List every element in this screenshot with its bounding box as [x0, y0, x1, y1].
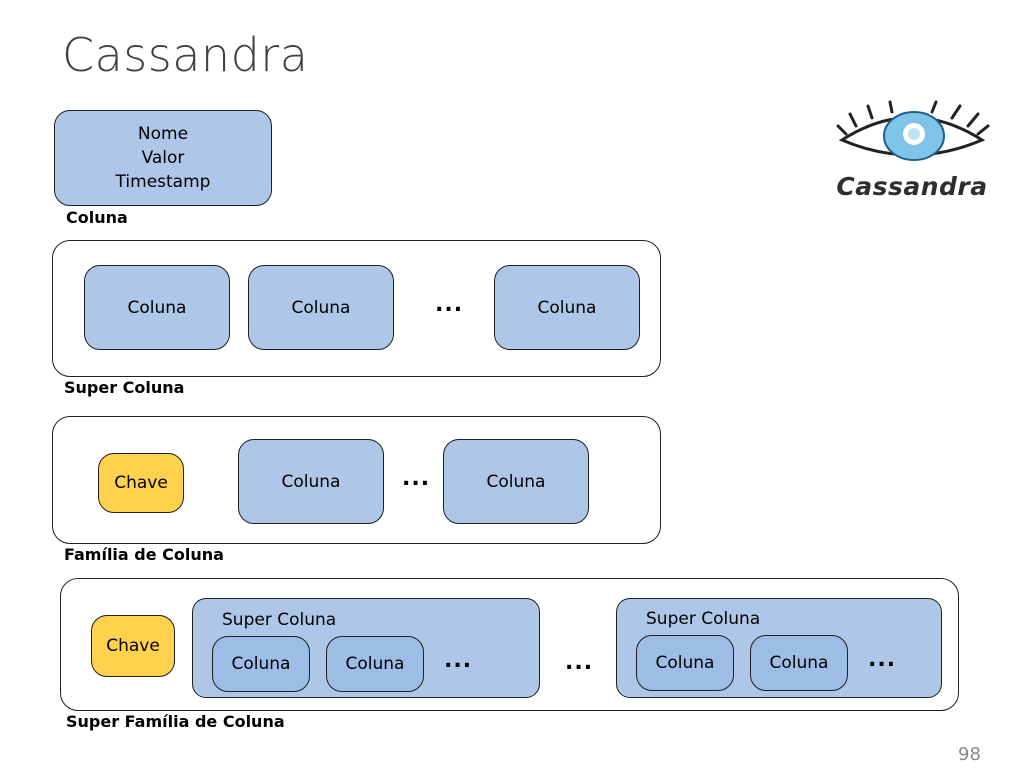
super-column-group-title: Super Coluna	[646, 609, 761, 629]
cassandra-logo: Cassandra	[832, 100, 992, 210]
super-column-group-item: Coluna	[636, 635, 734, 691]
column-box: Nome Valor Timestamp	[54, 110, 272, 206]
ellipsis: ...	[868, 647, 897, 672]
column-caption: Coluna	[66, 208, 128, 227]
super-column-group-title: Super Coluna	[222, 610, 337, 630]
column-family-caption: Família de Coluna	[64, 545, 224, 564]
super-column-family-caption: Super Família de Coluna	[66, 712, 285, 731]
ellipsis: ...	[565, 650, 594, 675]
super-column-family-key: Chave	[91, 615, 175, 677]
super-column-group-item: Coluna	[212, 636, 310, 692]
super-column-item: Coluna	[248, 265, 394, 350]
column-family-item: Coluna	[443, 439, 589, 524]
ellipsis: ...	[435, 292, 464, 317]
column-family-item: Coluna	[238, 439, 384, 524]
ellipsis: ...	[444, 648, 473, 673]
column-field-name: Nome	[137, 124, 189, 144]
super-column-group-item: Coluna	[326, 636, 424, 692]
page-title: Cassandra	[62, 28, 309, 82]
super-column-caption: Super Coluna	[64, 378, 185, 397]
super-column-item: Coluna	[494, 265, 640, 350]
column-field-timestamp: Timestamp	[115, 172, 211, 192]
column-family-key: Chave	[98, 453, 184, 513]
super-column-group-item: Coluna	[750, 635, 848, 691]
ellipsis: ...	[402, 466, 431, 491]
page-number: 98	[958, 744, 981, 765]
eye-icon	[836, 100, 990, 161]
column-field-value: Valor	[141, 148, 185, 168]
logo-wordmark: Cassandra	[836, 172, 988, 201]
super-column-item: Coluna	[84, 265, 230, 350]
